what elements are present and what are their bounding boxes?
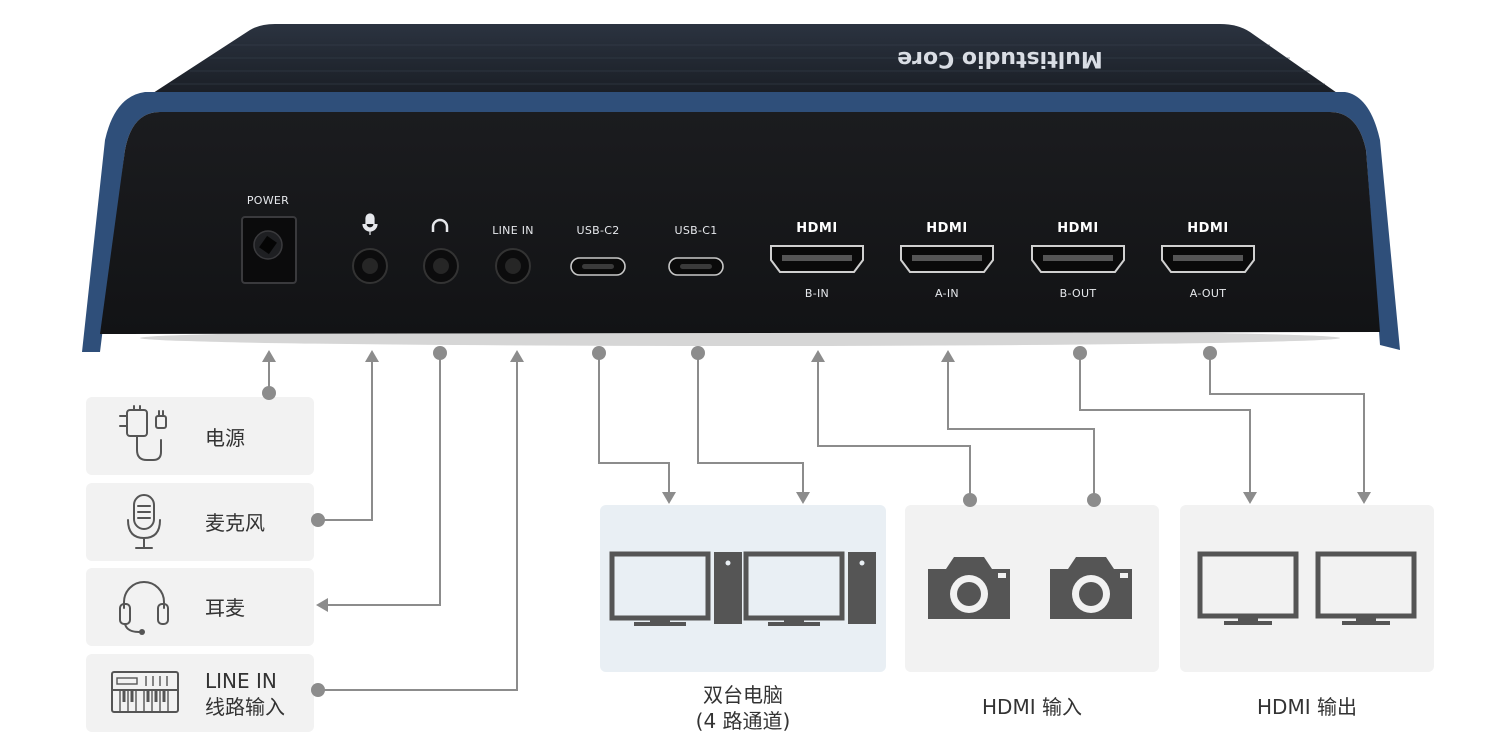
pcs-label-line1: 双台电脑 — [703, 683, 783, 707]
hdmi-a-in-label: A-IN — [935, 287, 959, 300]
monitor-icon — [1315, 551, 1417, 625]
headset-port — [423, 218, 459, 284]
usb-c1-port-label: USB-C1 — [674, 224, 717, 237]
hdmi-a-in-port: HDMI A-IN — [900, 221, 994, 300]
line-in-panel-label-en: LINE IN — [205, 669, 277, 693]
power-port-label: POWER — [247, 194, 289, 207]
device-shadow — [140, 330, 1340, 346]
headset-panel — [86, 568, 314, 646]
device-brand-text: Multistudio Core — [897, 46, 1103, 71]
camera-icon — [928, 557, 1010, 619]
hdmi-b-in-connector — [811, 350, 977, 507]
keyboard-icon — [111, 671, 179, 713]
line-in-connector — [311, 350, 524, 697]
power-panel-label: 电源 — [205, 426, 245, 450]
mic-panel — [86, 483, 314, 561]
hdmi-logo: HDMI — [1187, 221, 1228, 236]
device: Multistudio Core POWER LINE IN USB-C2 — [82, 24, 1400, 352]
device-groups: 双台电脑 (4 路通道) HDMI 输入 HDMI 输出 — [600, 505, 1434, 733]
usb-c2-connector — [592, 346, 676, 504]
hdmi-out-label: HDMI 输出 — [1257, 695, 1357, 719]
connectors — [262, 346, 1371, 697]
headset-icon — [119, 581, 169, 635]
hdmi-b-out-label: B-OUT — [1060, 287, 1097, 300]
hdmi-b-out-connector — [1073, 346, 1257, 504]
hdmi-b-in-port: HDMI B-IN — [770, 221, 864, 300]
microphone-icon — [127, 494, 161, 549]
hdmi-logo: HDMI — [1057, 221, 1098, 236]
hdmi-out-panel — [1180, 505, 1434, 672]
power-connector — [262, 350, 276, 400]
usb-c2-port: USB-C2 — [570, 224, 626, 276]
hdmi-a-out-label: A-OUT — [1190, 287, 1227, 300]
headset-connector — [316, 346, 447, 612]
hdmi-logo: HDMI — [926, 221, 967, 236]
hdmi-a-in-connector — [941, 350, 1101, 507]
device-top-texture — [170, 44, 1325, 85]
power-adapter-icon — [119, 405, 167, 461]
device-top — [150, 24, 1340, 95]
pcs-panel — [600, 505, 886, 672]
camera-icon — [1050, 557, 1132, 619]
hdmi-a-out-connector — [1203, 346, 1371, 504]
monitor-icon — [1197, 551, 1299, 625]
headset-panel-label: 耳麦 — [205, 596, 245, 620]
mic-port-icon — [362, 213, 378, 235]
hdmi-b-out-port: HDMI B-OUT — [1031, 221, 1125, 300]
left-panels: 电源 麦克风 耳麦 LINE IN 线路输入 — [86, 397, 314, 732]
line-in-port-label: LINE IN — [492, 224, 534, 237]
hdmi-b-in-label: B-IN — [805, 287, 829, 300]
hdmi-logo: HDMI — [796, 221, 837, 236]
usb-c1-port: USB-C1 — [668, 224, 724, 276]
hdmi-a-out-port: HDMI A-OUT — [1161, 221, 1255, 300]
power-panel — [86, 397, 314, 475]
hdmi-in-label: HDMI 输入 — [982, 695, 1082, 719]
line-in-panel-label-cn: 线路输入 — [205, 695, 285, 719]
usb-c2-port-label: USB-C2 — [576, 224, 619, 237]
desktop-computer-icon — [743, 551, 876, 626]
device-face — [100, 112, 1380, 334]
mic-panel-label: 麦克风 — [205, 511, 265, 535]
mic-port — [352, 213, 388, 284]
usb-c1-connector — [691, 346, 810, 504]
line-in-port: LINE IN — [492, 224, 534, 284]
pcs-label-line2: (4 路通道) — [696, 709, 791, 733]
headset-port-icon — [431, 218, 449, 232]
desktop-computer-icon — [609, 551, 742, 626]
mic-connector — [311, 350, 379, 527]
hdmi-in-panel — [905, 505, 1159, 672]
